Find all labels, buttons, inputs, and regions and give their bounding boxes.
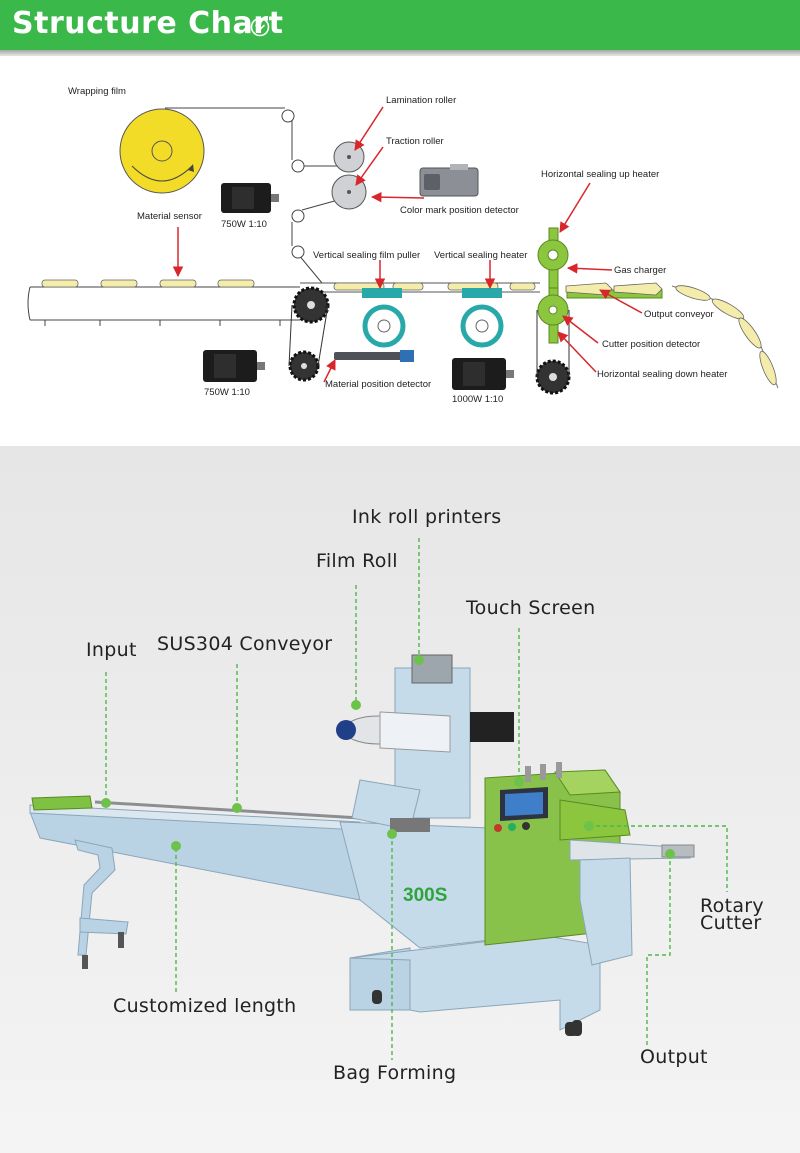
callout-film-roll: Film Roll [316,550,398,572]
output-section [559,799,695,1036]
servo-motor-bottom-right [452,358,514,390]
label-wrapping-film: Wrapping film [68,86,126,97]
infeed-frame [29,795,361,969]
film-tower [336,654,514,832]
idler-rollers [281,109,305,259]
label-vertical-film-puller: Vertical sealing film puller [313,250,420,261]
film-tube [300,282,540,293]
label-cutter-detector: Cutter position detector [602,339,700,350]
callout-output: Output [640,1046,708,1068]
callout-customized-length: Customized length [113,995,297,1017]
model-label: 300S [403,885,447,906]
chevron-down-circle-icon[interactable] [250,17,270,37]
section-header: Structure Chart [0,0,800,56]
color-mark-detector [419,164,479,197]
traction-roller [331,174,367,210]
callout-bag-forming: Bag Forming [333,1062,457,1084]
header-bar [0,0,800,50]
callout-rotary: Rotary [700,895,764,917]
label-output-conveyor: Output conveyor [644,309,714,320]
label-material-position-detector: Material position detector [325,379,431,390]
servo-motor-top [221,183,279,213]
callout-touch-screen: Touch Screen [466,597,596,619]
label-traction-roller: Traction roller [386,136,444,147]
callout-leaders [105,538,728,1060]
label-horizontal-down-heater: Horizontal sealing down heater [597,369,727,380]
material-position-sensor [334,350,414,362]
callout-ink-roll-printers: Ink roll printers [352,506,502,528]
servo-motor-bottom-left [203,350,265,382]
infeed-conveyor [27,279,300,326]
label-color-mark-detector: Color mark position detector [400,205,519,216]
callout-sus304-conveyor: SUS304 Conveyor [157,633,333,655]
label-lamination-roller: Lamination roller [386,95,456,106]
wrapping-film-roll [119,108,205,194]
page-title: Structure Chart [12,6,284,41]
film-path [165,107,339,284]
label-vertical-heater: Vertical sealing heater [434,250,527,261]
lamination-roller [333,141,365,173]
label-horizontal-up-heater: Horizontal sealing up heater [541,169,659,180]
vertical-sealing-wheels [362,304,504,348]
machine-body [339,821,601,1036]
machine-illustration: 300S [0,446,800,1153]
label-motor-bottom-right: 1000W 1:10 [452,394,503,405]
callout-markers [101,655,675,859]
label-motor-bottom-left: 750W 1:10 [204,387,250,398]
horizontal-down-heater [537,287,569,344]
vertical-sealing-blocks [362,288,502,298]
header-shadow [0,50,800,56]
structure-diagram: Wrapping film Lamination roller Traction… [27,86,779,405]
label-motor-top: 750W 1:10 [221,219,267,230]
pointer-arrows [172,106,643,383]
machine-photo-section: 300S Ink roll printers Film Rol [0,446,800,1153]
callout-cutter: Cutter [700,912,762,934]
horizontal-up-heater [537,227,569,289]
drive-sprockets [288,286,571,395]
label-material-sensor: Material sensor [137,211,202,222]
label-gas-charger: Gas charger [614,265,666,276]
callout-input: Input [86,639,137,661]
